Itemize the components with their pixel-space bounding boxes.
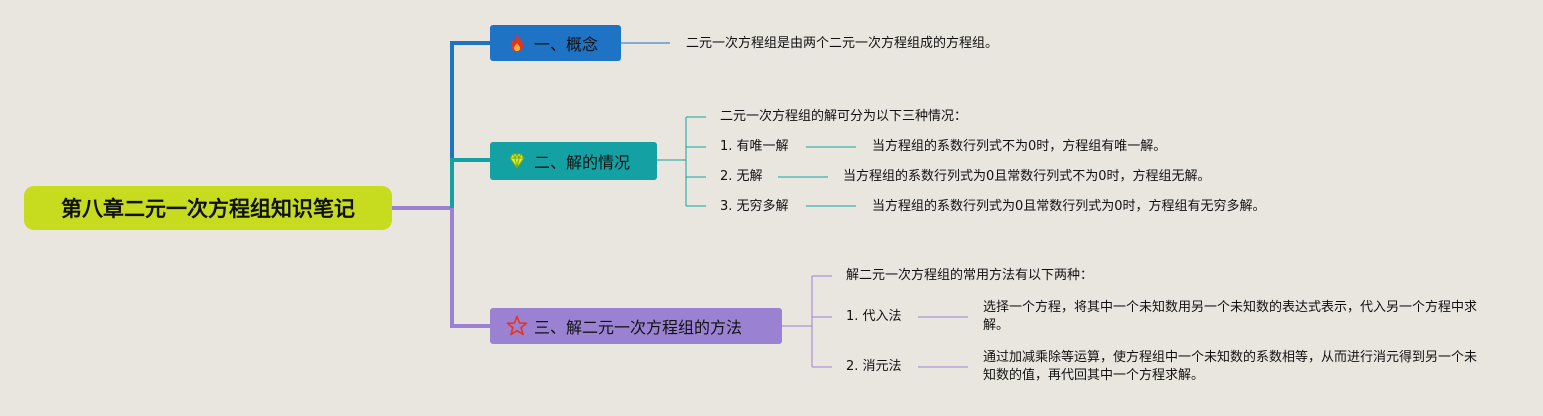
method-label-substitution: 1. 代入法 <box>846 309 902 324</box>
method-label-elimination: 2. 消元法 <box>846 359 902 374</box>
concept-content: 二元一次方程组是由两个二元一次方程组成的方程组。 <box>686 36 999 51</box>
method-detail-substitution: 选择一个方程，将其中一个未知数用另一个未知数的表达式表示，代入另一个方程中求解。 <box>983 300 1478 333</box>
case-detail-none: 当方程组的系数行列式为0且常数行列式不为0时，方程组无解。 <box>843 169 1211 184</box>
diamond-icon <box>506 150 528 172</box>
method-detail-elimination: 通过加减乘除等运算，使方程组中一个未知数的系数相等，从而进行消元得到另一个未知数… <box>983 350 1478 383</box>
branch-solution-cases[interactable]: 二、解的情况 <box>490 142 657 180</box>
branch2-connector <box>450 158 490 208</box>
branch-solving-methods-title: 三、解二元一次方程组的方法 <box>534 318 743 337</box>
case-detail-infinite: 当方程组的系数行列式为0且常数行列式为0时，方程组有无穷多解。 <box>872 199 1266 214</box>
root-node[interactable]: 第八章二元一次方程组知识笔记 <box>24 186 392 230</box>
branch2-detail-lines <box>778 146 856 207</box>
branch1-connector <box>450 41 490 208</box>
case-label-infinite: 3. 无穷多解 <box>720 199 789 214</box>
methods-intro: 解二元一次方程组的常用方法有以下两种： <box>846 268 1094 283</box>
case-label-none: 2. 无解 <box>720 169 763 184</box>
branch3-connector <box>450 208 490 328</box>
star-icon <box>506 315 528 337</box>
branch2-leaf-lines <box>657 116 706 207</box>
case-label-unique: 1. 有唯一解 <box>720 139 789 154</box>
branch-concept[interactable]: 一、概念 <box>490 25 621 61</box>
branch-concept-title: 一、概念 <box>534 35 599 54</box>
branch-solving-methods[interactable]: 三、解二元一次方程组的方法 <box>490 308 782 344</box>
solution-cases-intro: 二元一次方程组的解可分为以下三种情况： <box>720 109 968 124</box>
branch3-detail-lines <box>918 316 968 368</box>
case-detail-unique: 当方程组的系数行列式不为0时，方程组有唯一解。 <box>872 139 1167 154</box>
fire-icon <box>506 32 528 54</box>
branch3-leaf-lines <box>782 275 832 368</box>
branch-solution-cases-title: 二、解的情况 <box>534 153 631 172</box>
